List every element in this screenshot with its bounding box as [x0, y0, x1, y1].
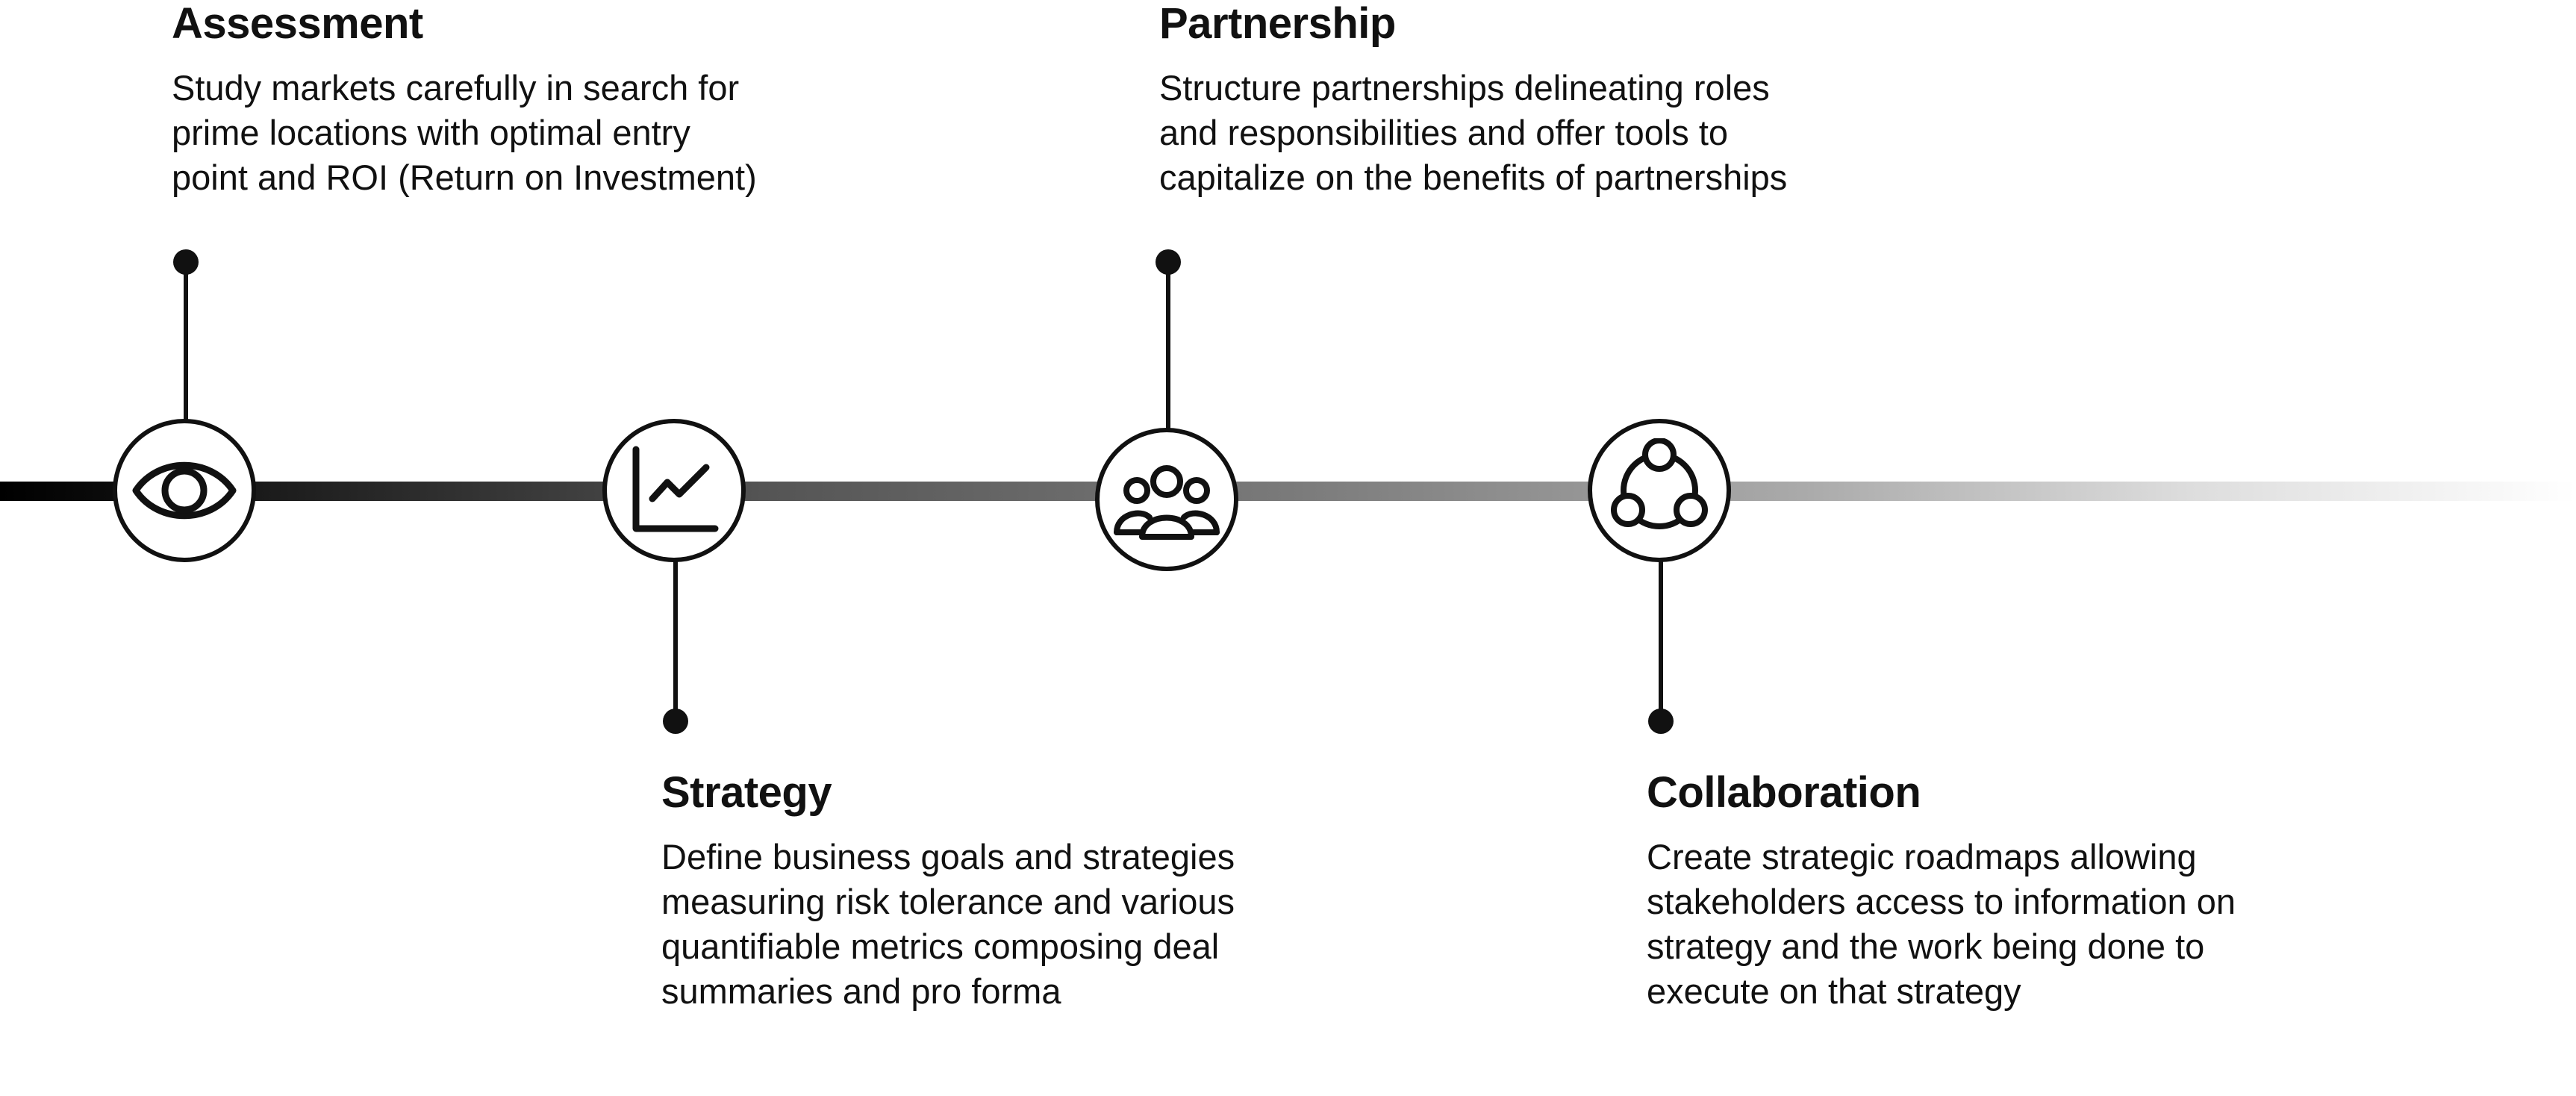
assessment-text-block: Assessment Study markets carefully in se…	[172, 0, 873, 200]
collaboration-text-block: Collaboration Create strategic roadmaps …	[1647, 769, 2348, 1014]
collaboration-title: Collaboration	[1647, 768, 1921, 817]
assessment-connector-dot	[173, 249, 199, 275]
collaboration-cycle-icon	[1611, 438, 1708, 529]
partnership-connector-line	[1166, 263, 1170, 429]
strategy-text-block: Strategy Define business goals and strat…	[661, 769, 1363, 1014]
collaboration-connector-line	[1659, 561, 1663, 721]
partnership-connector-dot	[1156, 249, 1181, 275]
assessment-title: Assessment	[172, 0, 423, 48]
strategy-title: Strategy	[661, 768, 832, 817]
assessment-connector-line	[184, 263, 188, 420]
partnership-title: Partnership	[1159, 0, 1396, 48]
eye-icon	[132, 461, 237, 520]
partnership-icon-circle	[1095, 428, 1238, 571]
strategy-connector-dot	[663, 709, 688, 734]
collaboration-connector-dot	[1648, 709, 1674, 734]
group-icon	[1114, 465, 1220, 540]
assessment-description: Study markets carefully in search for pr…	[172, 68, 757, 197]
assessment-icon-circle	[113, 419, 256, 562]
timeline-bar	[0, 482, 2576, 501]
collaboration-description: Create strategic roadmaps allowing stake…	[1647, 837, 2236, 1011]
partnership-text-block: Partnership Structure partnerships delin…	[1159, 0, 1861, 200]
strategy-connector-line	[673, 561, 678, 721]
strategy-icon-circle	[602, 419, 746, 562]
strategy-description: Define business goals and strategies mea…	[661, 837, 1235, 1011]
line-chart-icon	[632, 446, 719, 532]
collaboration-icon-circle	[1588, 419, 1731, 562]
partnership-description: Structure partnerships delineating roles…	[1159, 68, 1788, 197]
